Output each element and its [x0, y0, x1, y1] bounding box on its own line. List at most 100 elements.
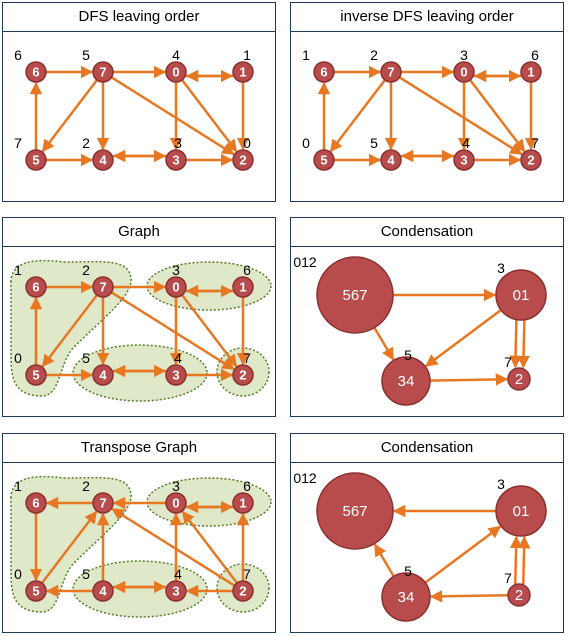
- node-1: 1: [232, 276, 254, 298]
- node-circle: [232, 61, 254, 83]
- node-3: 3: [165, 364, 187, 386]
- scc-region-34: [72, 560, 208, 618]
- node-circle: [495, 269, 547, 321]
- edge-2-34: [429, 590, 509, 603]
- edge-0-2: [469, 79, 526, 153]
- edge-2-01: [517, 535, 531, 585]
- order-number: 7: [504, 570, 512, 586]
- node-circle: [232, 492, 254, 514]
- node-2: 2: [520, 149, 542, 171]
- order-number: 3: [172, 478, 180, 494]
- node-circle: [520, 149, 542, 171]
- order-number: 7: [504, 354, 512, 370]
- node-label: 2: [515, 587, 523, 604]
- order-number: 2: [82, 262, 90, 278]
- order-number: 3: [174, 135, 182, 151]
- order-number: 4: [174, 566, 182, 582]
- node-label: 6: [32, 280, 39, 295]
- node-label: 7: [387, 65, 394, 80]
- node-circle: [316, 472, 394, 550]
- node-circle: [165, 61, 187, 83]
- node-circle: [495, 485, 547, 537]
- node-5: 5: [25, 364, 47, 386]
- node-label: 2: [515, 371, 523, 388]
- node-2: 2: [232, 580, 254, 602]
- node-2: 2: [232, 364, 254, 386]
- node-label: 0: [172, 496, 179, 511]
- order-number: 3: [460, 47, 468, 63]
- edge-7-2: [110, 76, 235, 156]
- node-circle: [313, 61, 335, 83]
- node-label: 6: [32, 65, 39, 80]
- panel-title: Condensation: [291, 218, 563, 247]
- node-label: 34: [398, 589, 415, 606]
- order-number: 0: [14, 566, 22, 582]
- node-label: 5: [32, 584, 39, 599]
- node-circle: [380, 149, 402, 171]
- node-label: 34: [398, 373, 415, 390]
- node-label: 2: [527, 153, 534, 168]
- node-circle: [507, 583, 531, 607]
- node-label: 5: [32, 368, 39, 383]
- edge-2-7: [111, 507, 236, 587]
- node-label: 2: [239, 153, 246, 168]
- node-3: 3: [453, 149, 475, 171]
- scc-regions: [10, 475, 272, 618]
- order-number: 012: [293, 254, 317, 270]
- node-label: 4: [387, 153, 395, 168]
- node-label: 2: [239, 368, 246, 383]
- node-label: 567: [342, 503, 367, 520]
- node-4: 4: [92, 364, 114, 386]
- node-0: 0: [165, 61, 187, 83]
- component-2: 2: [507, 367, 531, 391]
- node-label: 3: [172, 153, 179, 168]
- order-number: 6: [531, 47, 539, 63]
- order-number: 7: [531, 135, 539, 151]
- order-number: 1: [14, 478, 22, 494]
- node-6: 6: [25, 276, 47, 298]
- order-number: 1: [243, 47, 251, 63]
- node-circle: [453, 61, 475, 83]
- edge-34-567: [373, 543, 395, 577]
- node-circle: [25, 364, 47, 386]
- node-0: 0: [453, 61, 475, 83]
- node-6: 6: [313, 61, 335, 83]
- component-567: 567: [316, 256, 394, 334]
- node-5: 5: [25, 580, 47, 602]
- node-circle: [92, 149, 114, 171]
- node-circle: [25, 61, 47, 83]
- node-label: 01: [513, 503, 530, 520]
- node-label: 01: [513, 287, 530, 304]
- node-circle: [232, 364, 254, 386]
- node-3: 3: [165, 149, 187, 171]
- order-number: 6: [14, 47, 22, 63]
- order-number: 0: [302, 135, 310, 151]
- order-number: 5: [404, 347, 412, 363]
- order-number: 0: [243, 135, 251, 151]
- edge-567-34: [373, 327, 395, 361]
- node-4: 4: [380, 149, 402, 171]
- scc-regions: [10, 259, 272, 402]
- component-2: 2: [507, 583, 531, 607]
- node-7: 7: [92, 492, 114, 514]
- edge-2-0: [181, 510, 238, 584]
- node-circle: [381, 356, 431, 406]
- node-3: 3: [165, 580, 187, 602]
- node-0: 0: [165, 492, 187, 514]
- order-number: 0: [14, 350, 22, 366]
- node-circle: [25, 276, 47, 298]
- node-4: 4: [92, 149, 114, 171]
- node-label: 7: [99, 65, 106, 80]
- node-circle: [25, 580, 47, 602]
- node-circle: [520, 61, 542, 83]
- edge-2-01: [509, 535, 523, 584]
- node-7: 7: [92, 61, 114, 83]
- order-number: 7: [243, 350, 251, 366]
